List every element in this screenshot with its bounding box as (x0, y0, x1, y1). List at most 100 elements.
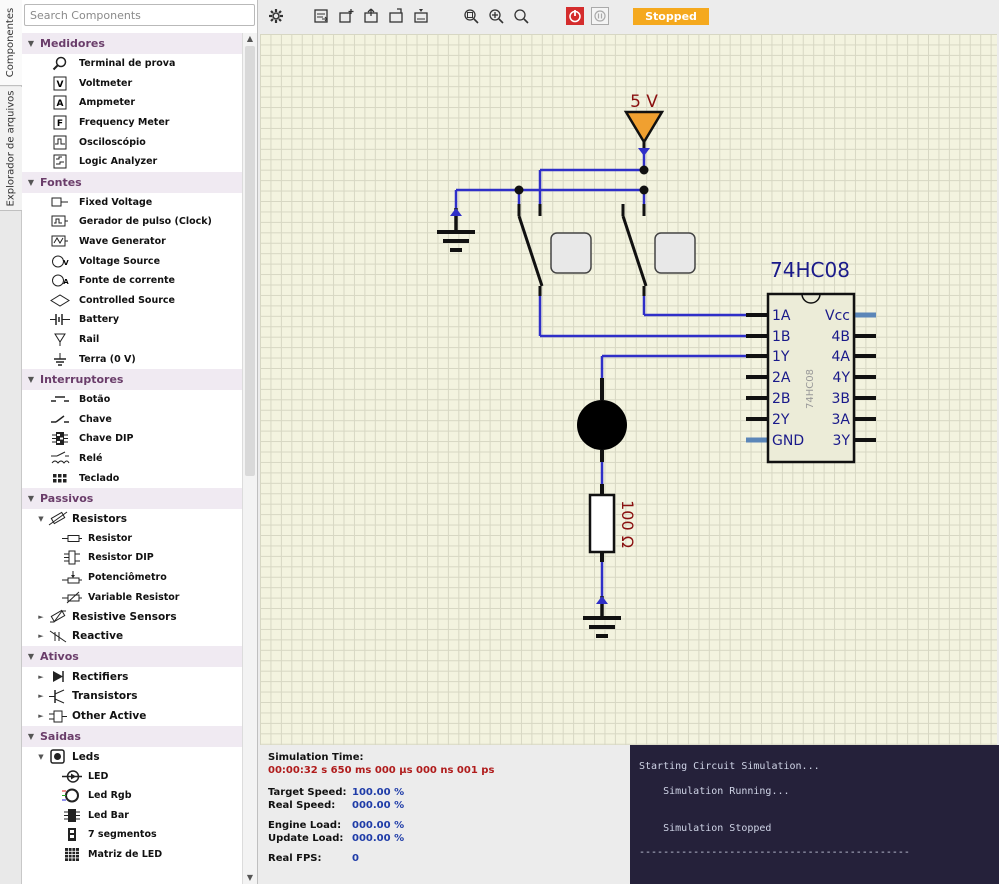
update-load-label: Update Load: (268, 833, 343, 844)
new-circuit-icon[interactable] (336, 6, 356, 26)
collapse-arrow-icon[interactable]: ▼ (22, 39, 40, 48)
tree-item-resistor-dip[interactable]: Resistor DIP (22, 548, 242, 568)
circuit-canvas[interactable]: 5 V (260, 34, 997, 745)
scroll-thumb[interactable] (245, 46, 255, 476)
expand-arrow-icon[interactable]: ► (34, 673, 48, 681)
category-interruptores[interactable]: ▼Interruptores (22, 369, 242, 390)
collapse-arrow-icon[interactable]: ▼ (22, 494, 40, 503)
tree-item-battery[interactable]: Battery (22, 310, 242, 330)
tree-item-chave-dip[interactable]: Chave DIP (22, 429, 242, 449)
tree-item-rele[interactable]: Relé (22, 449, 242, 469)
tree-item-label: Variable Resistor (88, 592, 179, 603)
tree-item-matriz-de-led[interactable]: Matriz de LED (22, 845, 242, 865)
category-label: Passivos (40, 492, 93, 505)
tree-item-ampmeter[interactable]: AAmpmeter (22, 93, 242, 113)
zoom-in-icon[interactable] (461, 6, 481, 26)
tab-componentes[interactable]: Componentes (0, 0, 22, 86)
console-output[interactable]: Starting Circuit Simulation... Simulatio… (630, 745, 999, 884)
tree-item-led-bar[interactable]: Led Bar (22, 806, 242, 826)
circuit-schematic[interactable]: 5 V (260, 34, 997, 745)
frequency-meter-icon: F (50, 115, 70, 130)
expand-arrow-icon[interactable]: ► (34, 632, 48, 640)
category-saidas[interactable]: ▼Saidas (22, 726, 242, 747)
switch-2-button[interactable] (655, 233, 695, 273)
tree-item-voltmeter[interactable]: VVoltmeter (22, 74, 242, 94)
subcategory-resistors[interactable]: ▼ Resistors (22, 509, 242, 529)
tree-item-resistor[interactable]: Resistor (22, 528, 242, 548)
category-medidores[interactable]: ▼Medidores (22, 33, 242, 54)
settings-gear-icon[interactable] (266, 6, 286, 26)
tree-scrollbar[interactable]: ▲ ▼ (242, 33, 257, 884)
ic-74hc08[interactable]: 74HC08 (746, 258, 876, 462)
expand-arrow-icon[interactable]: ► (34, 692, 48, 700)
subcategory-resistive-sensors[interactable]: ►Resistive Sensors (22, 607, 242, 627)
subcategory-transistors[interactable]: ►Transistors (22, 687, 242, 707)
tree-item-clock[interactable]: Gerador de pulso (Clock) (22, 212, 242, 232)
supply-5v[interactable]: 5 V (626, 92, 662, 156)
subcategory-rectifiers[interactable]: ►Rectifiers (22, 667, 242, 687)
resistor-100-ohm[interactable]: 100 Ω (590, 484, 637, 562)
collapse-arrow-icon[interactable]: ▼ (22, 652, 40, 661)
subcategory-label: Resistors (72, 513, 127, 525)
save-circuit-icon[interactable] (386, 6, 406, 26)
power-button-icon[interactable] (565, 6, 585, 26)
component-tree: ▼Medidores Terminal de prova VVoltmeter … (22, 33, 242, 884)
pause-button-icon[interactable] (590, 6, 610, 26)
tree-item-7-segmentos[interactable]: 7 segmentos (22, 825, 242, 845)
tab-file-explorer[interactable]: Explorador de arquivos (0, 87, 22, 211)
scroll-up-icon[interactable]: ▲ (243, 33, 257, 45)
tree-item-terminal-de-prova[interactable]: Terminal de prova (22, 54, 242, 74)
scroll-down-icon[interactable]: ▼ (243, 872, 257, 884)
expand-arrow-icon[interactable]: ► (34, 712, 48, 720)
tree-item-label: Resistor (88, 533, 132, 544)
ground-symbol[interactable] (437, 208, 475, 250)
expand-arrow-icon[interactable]: ▼ (34, 515, 48, 523)
update-load-value: 000.00 % (352, 833, 404, 844)
tree-item-teclado[interactable]: Teclado (22, 468, 242, 488)
search-input[interactable] (24, 4, 255, 26)
category-label: Fontes (40, 176, 82, 189)
save-as-icon[interactable] (411, 6, 431, 26)
zoom-out-icon[interactable] (486, 6, 506, 26)
open-circuit-icon[interactable] (361, 6, 381, 26)
potentiometer-icon (62, 570, 82, 585)
switch-1[interactable] (519, 204, 591, 336)
tree-item-chave[interactable]: Chave (22, 410, 242, 430)
subcategory-reactive[interactable]: ►Reactive (22, 626, 242, 646)
tree-item-voltage-source[interactable]: VVoltage Source (22, 251, 242, 271)
circuit-file-icon[interactable] (311, 6, 331, 26)
tree-item-fixed-voltage[interactable]: Fixed Voltage (22, 193, 242, 213)
tree-item-wave-generator[interactable]: Wave Generator (22, 232, 242, 252)
resistor-dip-icon (62, 550, 82, 565)
subcategory-other-active[interactable]: ►Other Active (22, 706, 242, 726)
led-component[interactable] (577, 378, 627, 462)
tree-item-variable-resistor[interactable]: Variable Resistor (22, 587, 242, 607)
tree-item-led-rgb[interactable]: Led Rgb (22, 786, 242, 806)
collapse-arrow-icon[interactable]: ▼ (22, 375, 40, 384)
tree-item-current-source[interactable]: AFonte de corrente (22, 271, 242, 291)
switch-2[interactable] (623, 204, 695, 296)
tree-item-potenciometro[interactable]: Potenciômetro (22, 568, 242, 588)
tree-item-ground[interactable]: Terra (0 V) (22, 349, 242, 369)
tree-item-controlled-source[interactable]: Controlled Source (22, 291, 242, 311)
ground-symbol-bottom[interactable] (583, 596, 621, 636)
expand-arrow-icon[interactable]: ▼ (34, 753, 48, 761)
tree-item-osciloscopio[interactable]: Osciloscópio (22, 132, 242, 152)
category-fontes[interactable]: ▼Fontes (22, 172, 242, 193)
category-passivos[interactable]: ▼Passivos (22, 488, 242, 509)
toolbar: Stopped (258, 0, 999, 34)
resistive-sensor-icon (48, 609, 68, 624)
category-ativos[interactable]: ▼Ativos (22, 646, 242, 667)
collapse-arrow-icon[interactable]: ▼ (22, 732, 40, 741)
pin-2a: 2A (772, 370, 791, 386)
switch-1-button[interactable] (551, 233, 591, 273)
tree-item-botao[interactable]: Botão (22, 390, 242, 410)
expand-arrow-icon[interactable]: ► (34, 613, 48, 621)
zoom-fit-icon[interactable] (511, 6, 531, 26)
collapse-arrow-icon[interactable]: ▼ (22, 178, 40, 187)
tree-item-frequency-meter[interactable]: FFrequency Meter (22, 113, 242, 133)
tree-item-led[interactable]: LED (22, 766, 242, 786)
tree-item-logic-analyzer[interactable]: Logic Analyzer (22, 152, 242, 172)
subcategory-leds[interactable]: ▼Leds (22, 747, 242, 767)
tree-item-rail[interactable]: Rail (22, 330, 242, 350)
